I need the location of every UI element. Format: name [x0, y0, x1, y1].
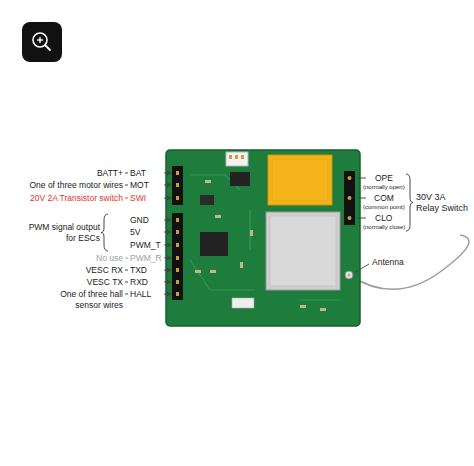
wire-description: VESC TX — [87, 277, 123, 288]
pin-name: HALL — [130, 289, 151, 300]
wire-description: BATT+ — [97, 168, 123, 179]
pin-name: MOT — [130, 180, 149, 191]
wire-description: No use — [96, 253, 123, 264]
relay-description: 30V 3A Relay Switch — [416, 192, 470, 214]
zoom-icon — [22, 22, 62, 62]
pin-name: OPE — [375, 173, 393, 184]
bracket — [406, 174, 413, 231]
pin-name: RXD — [130, 277, 148, 288]
wire-description: 20V 2A Transistor switch — [30, 193, 123, 204]
pin-arrows — [164, 173, 171, 294]
pin-note: (normally close) — [363, 223, 405, 231]
pin-name: PWM_R — [130, 253, 162, 264]
antenna-wire — [349, 235, 469, 289]
dash-marks — [125, 173, 128, 294]
pin-name: CLO — [375, 213, 392, 224]
pin-name: GND — [130, 215, 149, 226]
pin-name: 5V — [130, 227, 140, 238]
wire-description: VESC RX — [86, 265, 123, 276]
bracket — [101, 214, 108, 251]
wire-description: One of three motor wires — [29, 180, 123, 191]
pin-name: BAT — [130, 168, 146, 179]
pin-note: (common point) — [363, 203, 405, 211]
pin-name: PWM_T — [130, 240, 161, 251]
pin-name: COM — [374, 193, 394, 204]
pin-name: SWI — [130, 193, 146, 204]
wire-description: PWM signal output for ESCs — [22, 222, 100, 244]
pin-note: (normally open) — [363, 183, 405, 191]
wire-description: One of three hall sensor wires — [51, 289, 123, 311]
pcb — [166, 150, 360, 326]
pin-name: TXD — [130, 265, 147, 276]
part-label: Antenna — [372, 257, 404, 268]
